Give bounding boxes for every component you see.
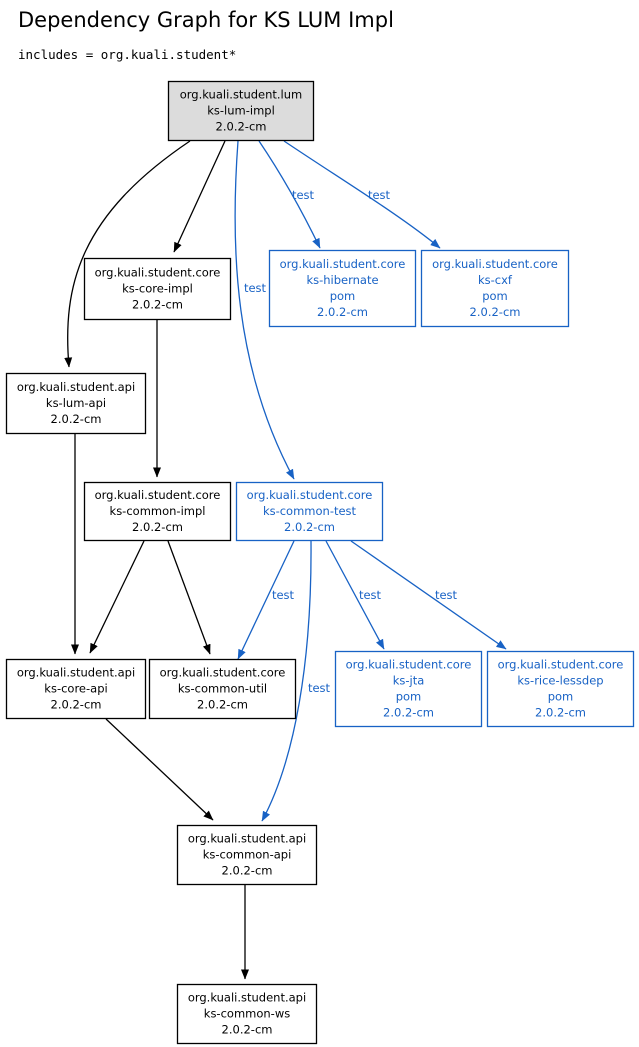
node-label-line: ks-rice-lessdep bbox=[517, 674, 603, 688]
node-box bbox=[5, 372, 147, 435]
node-box bbox=[420, 249, 570, 328]
node-ks-rice-lessdep: org.kuali.student.core ks-rice-lessdep pom… bbox=[486, 650, 635, 728]
node-label-line: 2.0.2-cm bbox=[51, 698, 102, 712]
node-label-line: pom bbox=[482, 289, 508, 303]
node-label-line: org.kuali.student.core bbox=[346, 658, 472, 672]
node-ks-common-test: org.kuali.student.core ks-common-test 2.0.… bbox=[235, 481, 384, 542]
node-label-line: org.kuali.student.api bbox=[17, 666, 135, 680]
node-label-line: ks-common-impl bbox=[110, 504, 206, 518]
edge-label: test bbox=[244, 281, 267, 295]
node-label-line: 2.0.2-cm bbox=[535, 706, 586, 720]
node-box bbox=[176, 983, 318, 1045]
node-label-line: pom bbox=[330, 289, 356, 303]
node-label-line: pom bbox=[396, 690, 422, 704]
node-label-line: 2.0.2-cm bbox=[222, 864, 273, 878]
node-label-line: 2.0.2-cm bbox=[284, 520, 335, 534]
node-label-line: ks-cxf bbox=[478, 273, 513, 287]
node-ks-jta: org.kuali.student.core ks-jta pom 2.0.2-cm bbox=[334, 650, 483, 728]
node-label-line: ks-core-api bbox=[44, 682, 107, 696]
node-ks-lum-api: org.kuali.student.api ks-lum-api 2.0.2-cm bbox=[5, 372, 147, 435]
edge-ks-lum-impl-to-ks-core-impl bbox=[173, 140, 226, 253]
node-label-line: org.kuali.student.core bbox=[280, 257, 406, 271]
edge-ks-common-test-to-ks-common-api bbox=[261, 540, 312, 822]
node-label-line: ks-core-impl bbox=[122, 282, 193, 296]
node-label-line: ks-jta bbox=[393, 674, 425, 688]
node-ks-core-api: org.kuali.student.api ks-core-api 2.0.2-cm bbox=[5, 658, 147, 720]
node-ks-cxf: org.kuali.student.core ks-cxf pom 2.0.2-cm bbox=[420, 249, 570, 328]
node-ks-common-util: org.kuali.student.core ks-common-util 2.0.… bbox=[148, 658, 297, 720]
node-ks-core-impl: org.kuali.student.core ks-core-impl 2.0.2-… bbox=[83, 257, 232, 321]
node-ks-common-ws: org.kuali.student.api ks-common-ws 2.0.2-c… bbox=[176, 983, 318, 1045]
edge-ks-core-api-to-ks-common-api bbox=[105, 718, 214, 821]
edge-ks-lum-impl-to-ks-lum-api bbox=[64, 140, 191, 368]
edge-ks-common-test-to-ks-common-util bbox=[237, 540, 295, 660]
node-label-line: 2.0.2-cm bbox=[132, 520, 183, 534]
node-label-line: org.kuali.student.core bbox=[498, 658, 624, 672]
node-box bbox=[83, 257, 232, 321]
edge-label: test bbox=[368, 188, 391, 202]
node-ks-hibernate: org.kuali.student.core ks-hibernate pom 2.0… bbox=[268, 249, 417, 328]
node-label-line: org.kuali.student.api bbox=[188, 832, 306, 846]
edge-ks-common-test-to-ks-rice-lessdep bbox=[350, 540, 507, 650]
edge-ks-lum-impl-to-ks-hibernate bbox=[258, 140, 321, 249]
node-label-line: org.kuali.student.api bbox=[188, 991, 306, 1005]
edge-ks-common-impl-to-ks-core-api bbox=[89, 540, 145, 654]
edge-label: test bbox=[435, 588, 458, 602]
node-label-line: 2.0.2-cm bbox=[470, 305, 521, 319]
edge-label: test bbox=[359, 588, 382, 602]
node-label-line: 2.0.2-cm bbox=[222, 1023, 273, 1037]
node-label-line: ks-common-test bbox=[263, 504, 357, 518]
node-box bbox=[148, 658, 297, 720]
node-label-line: 2.0.2-cm bbox=[383, 706, 434, 720]
node-label-line: ks-lum-api bbox=[46, 396, 106, 410]
edge-ks-lum-impl-to-ks-cxf bbox=[283, 140, 441, 249]
edge-ks-common-impl-to-ks-common-util bbox=[167, 540, 211, 655]
node-box bbox=[167, 80, 315, 142]
edge-ks-lum-impl-to-ks-common-test bbox=[234, 140, 295, 480]
node-label-line: ks-hibernate bbox=[306, 273, 378, 287]
node-label-line: ks-common-util bbox=[178, 682, 267, 696]
edge-label: test bbox=[292, 188, 315, 202]
node-label-line: ks-common-ws bbox=[204, 1007, 290, 1021]
node-box bbox=[235, 481, 384, 542]
node-label-line: org.kuali.student.core bbox=[95, 266, 221, 280]
node-box bbox=[486, 650, 635, 728]
node-label-line: org.kuali.student.lum bbox=[180, 88, 303, 102]
edge-label: test bbox=[308, 681, 331, 695]
node-label-line: org.kuali.student.core bbox=[247, 488, 373, 502]
node-label-line: 2.0.2-cm bbox=[51, 412, 102, 426]
node-label-line: ks-common-api bbox=[203, 848, 292, 862]
node-label-line: org.kuali.student.core bbox=[95, 488, 221, 502]
node-ks-common-impl: org.kuali.student.core ks-common-impl 2.0.… bbox=[83, 481, 232, 542]
edge-label: test bbox=[272, 588, 295, 602]
node-label-line: 2.0.2-cm bbox=[197, 698, 248, 712]
page-title: Dependency Graph for KS LUM Impl bbox=[18, 8, 394, 32]
node-label-line: 2.0.2-cm bbox=[216, 120, 267, 134]
node-label-line: org.kuali.student.api bbox=[17, 380, 135, 394]
node-label-line: 2.0.2-cm bbox=[317, 305, 368, 319]
node-label-line: 2.0.2-cm bbox=[132, 298, 183, 312]
node-ks-common-api: org.kuali.student.api ks-common-api 2.0.2-… bbox=[176, 824, 318, 886]
node-ks-lum-impl: org.kuali.student.lum ks-lum-impl 2.0.2-cm bbox=[167, 80, 315, 142]
node-label-line: pom bbox=[548, 690, 574, 704]
node-box bbox=[5, 658, 147, 720]
node-box bbox=[334, 650, 483, 728]
node-box bbox=[176, 824, 318, 886]
node-box bbox=[83, 481, 232, 542]
includes-filter: includes = org.kuali.student* bbox=[18, 47, 237, 62]
node-label-line: org.kuali.student.core bbox=[432, 257, 558, 271]
node-label-line: ks-lum-impl bbox=[207, 104, 275, 118]
node-label-line: org.kuali.student.core bbox=[160, 666, 286, 680]
edge-ks-common-test-to-ks-jta bbox=[325, 540, 385, 650]
node-box bbox=[268, 249, 417, 328]
